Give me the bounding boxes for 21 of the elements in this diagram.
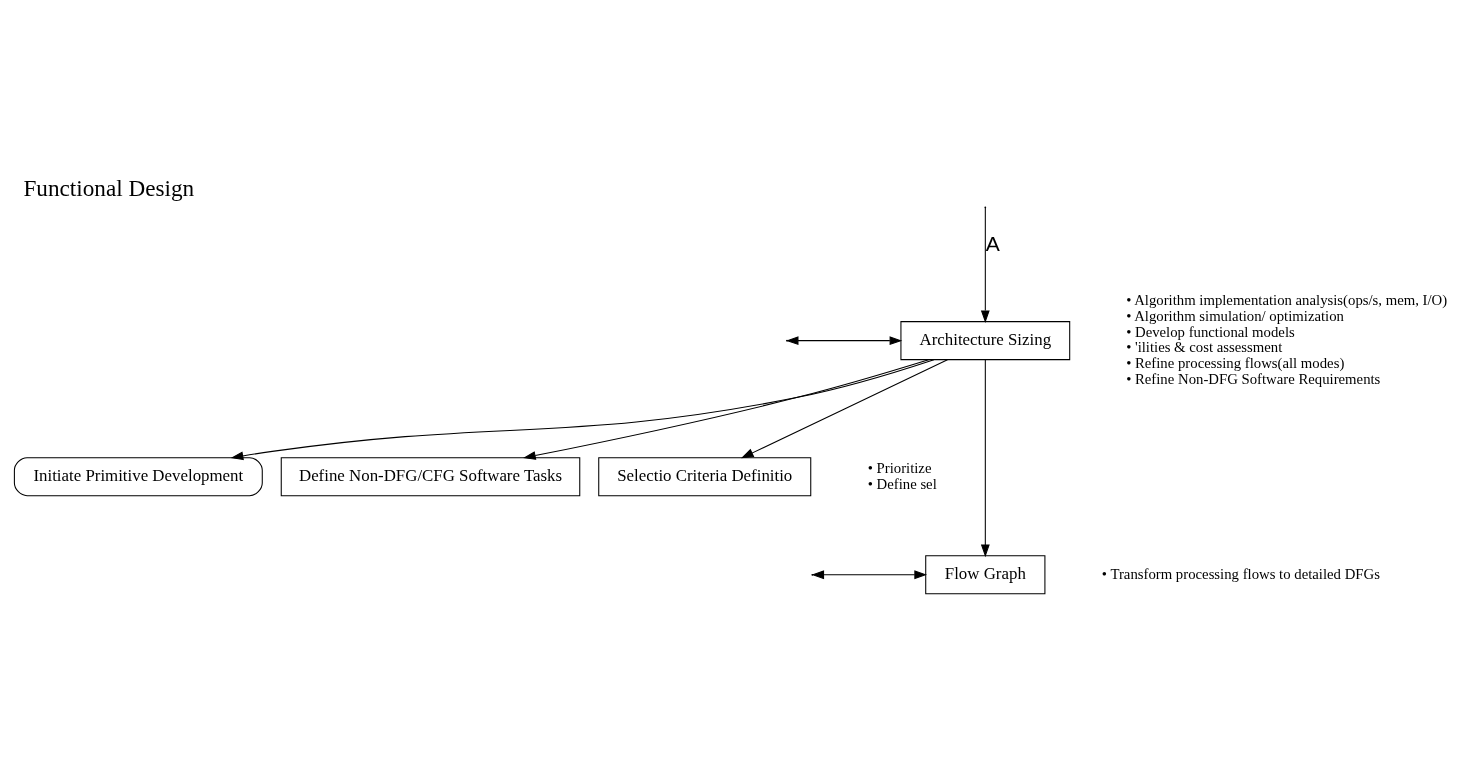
arrow — [230, 358, 934, 460]
arrow — [980, 206, 990, 323]
arrow — [980, 358, 990, 557]
node-box: Selectio Criteria Definitio — [597, 456, 811, 496]
node-box: Architecture Sizing — [899, 320, 1070, 360]
node-label: • Algorithm simulation/ optimization — [1125, 307, 1344, 324]
node-box: Define Non-DFG/CFG Software Tasks — [280, 456, 580, 496]
diagram-title: Functional Design — [22, 174, 194, 201]
node-box: Flow Graph — [924, 554, 1045, 594]
node-label: • Define sel — [867, 475, 937, 492]
node-label: • Transform processing flows to detailed DFGs — [1101, 565, 1380, 582]
node-label: • Prioritize — [867, 459, 931, 476]
arrow — [522, 358, 929, 460]
arrow — [740, 358, 948, 458]
node-label: • Refine Non-DFG Software Requirements — [1125, 370, 1380, 387]
edge-label: A — [985, 231, 1000, 255]
arrow — [810, 569, 927, 579]
node-label: • Develop functional models — [1125, 323, 1295, 340]
node-label: • Refine processing flows(all modes) — [1125, 354, 1344, 371]
node-box: Initiate Primitive Development — [13, 456, 263, 496]
node-label: • Algorithm implementation analysis(ops/s, mem, I/O) — [1125, 291, 1447, 308]
